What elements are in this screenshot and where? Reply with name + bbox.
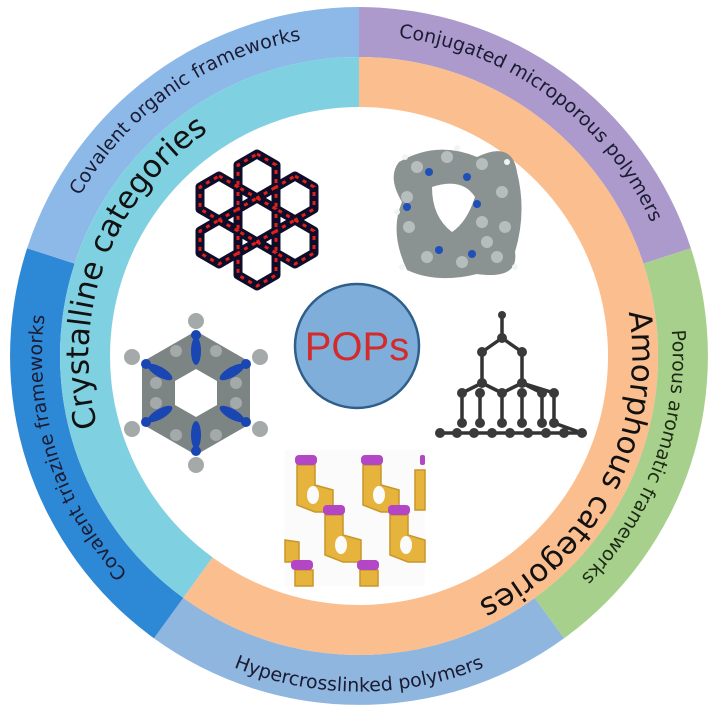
paf-structure-image (435, 311, 587, 438)
segment-crystalline (60, 57, 359, 598)
center-node: POPs (293, 282, 421, 410)
segment-paf (534, 248, 708, 639)
segment-ctf (10, 248, 184, 639)
segment-cmp (359, 7, 691, 264)
segment-amorphous (183, 57, 659, 656)
segment-cof (27, 7, 359, 264)
cmp-structure-image (393, 145, 522, 279)
outer-ring (10, 7, 708, 705)
segment-hcp (153, 597, 565, 705)
center-circle (293, 282, 421, 410)
hcp-structure-image (284, 450, 426, 587)
inner-ring (60, 57, 659, 656)
center-label: POPs (305, 325, 409, 369)
ctf-structure-image (124, 313, 268, 473)
cof-structure-image (195, 149, 319, 291)
